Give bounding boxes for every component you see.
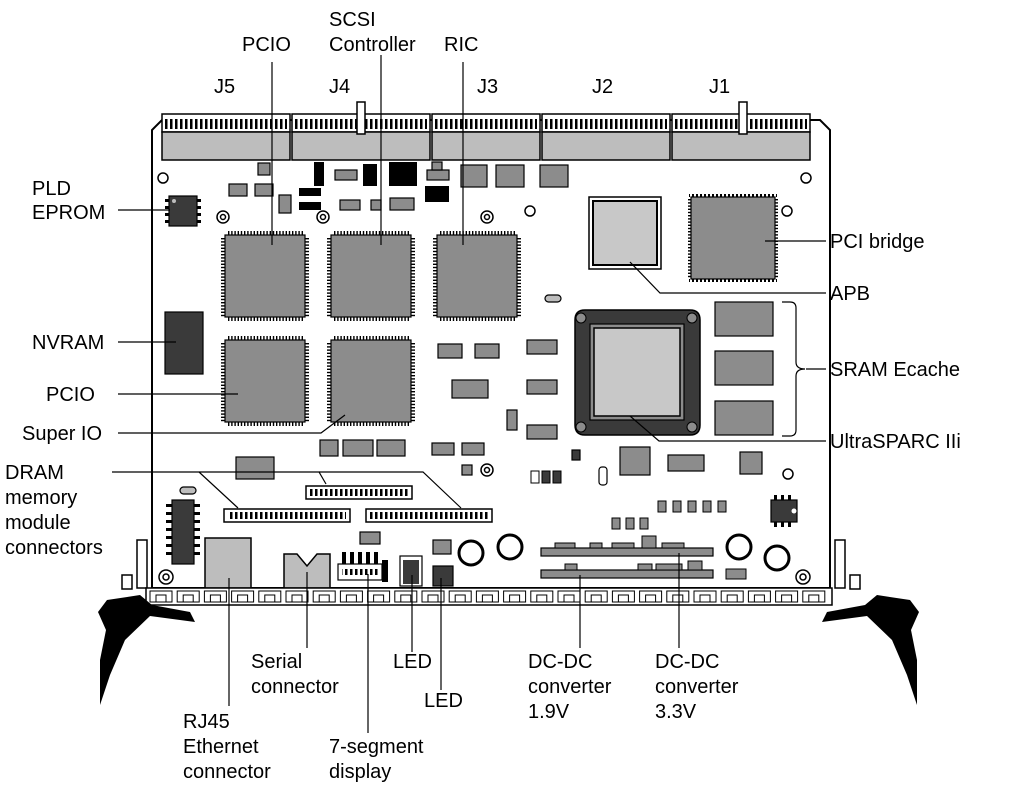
label-dram-line2: memory (5, 487, 77, 509)
connector-j5 (161, 113, 291, 161)
label-j2: J2 (592, 76, 613, 98)
label-led-2: LED (424, 690, 463, 712)
qfp-chip-ric (433, 231, 521, 321)
ultrasparc-chip (574, 309, 701, 436)
small-components-top (228, 161, 569, 214)
qfp-chip-scsi (327, 231, 415, 321)
label-scsi-line2: Controller (329, 34, 416, 56)
label-serial-line2: connector (251, 676, 339, 698)
labels: SCSI Controller PCIO RIC J5 J4 J3 J2 J1 … (5, 9, 961, 783)
dip-chip-right (770, 495, 798, 527)
label-ultrasparc: UltraSPARC IIi (830, 431, 961, 453)
label-7seg-line2: display (329, 761, 391, 783)
pci-bridge-chip (689, 194, 777, 282)
label-scsi-line1: SCSI (329, 9, 376, 31)
dram-connectors (223, 485, 493, 523)
label-dcdc19-line1: DC-DC (528, 651, 592, 673)
label-j3: J3 (477, 76, 498, 98)
label-serial-line1: Serial (251, 651, 302, 673)
label-dram-line3: module (5, 512, 71, 534)
label-pci-bridge: PCI bridge (830, 231, 925, 253)
small-oval-part-left (179, 486, 197, 495)
board-bottom-edge (121, 539, 861, 606)
label-7seg-line1: 7-segment (329, 736, 424, 758)
label-dcdc19-line3: 1.9V (528, 701, 570, 723)
label-pld-line2: EPROM (32, 202, 105, 224)
capacitors (457, 533, 791, 572)
label-super-io: Super IO (22, 423, 102, 445)
qfp-chip-pcio-top (221, 231, 309, 321)
led-1-part (399, 555, 423, 587)
led-indicators-small (530, 470, 562, 484)
label-j4: J4 (329, 76, 350, 98)
label-rj45-line1: RJ45 (183, 711, 230, 733)
label-apb: APB (830, 283, 870, 305)
edge-teeth (149, 590, 826, 603)
small-oval-part (544, 294, 562, 303)
nvram-chip (164, 311, 204, 375)
label-ric: RIC (444, 34, 478, 56)
connector-j2 (541, 113, 671, 161)
ejector-handle-left (98, 595, 195, 705)
led-2-part (432, 539, 454, 587)
apb-chip (588, 196, 662, 270)
dcdc-converters (540, 500, 747, 580)
dip-chip-left (166, 499, 200, 565)
label-dcdc19-line2: converter (528, 676, 612, 698)
label-dcdc33-line1: DC-DC (655, 651, 719, 673)
label-dcdc33-line3: 3.3V (655, 701, 697, 723)
jumper-blocks (299, 162, 449, 210)
connector-j4 (291, 101, 431, 161)
sram-ecache-chips (714, 301, 774, 436)
qfp-chips (221, 231, 521, 426)
label-dcdc33-line2: converter (655, 676, 739, 698)
label-rj45-line3: connector (183, 761, 271, 783)
label-sram-ecache: SRAM Ecache (830, 359, 960, 381)
leader-lines (112, 55, 826, 733)
sram-bracket (782, 301, 806, 437)
small-ics-middle (235, 339, 763, 486)
label-j1: J1 (709, 76, 730, 98)
label-pcio-left: PCIO (46, 384, 95, 406)
label-led-1: LED (393, 651, 432, 673)
qfp-chip-super-io (327, 336, 415, 426)
label-pcio-top: PCIO (242, 34, 291, 56)
label-nvram: NVRAM (32, 332, 104, 354)
pci-bridge-pins (688, 199, 778, 278)
label-pld-line1: PLD (32, 178, 71, 200)
qfp-chip-pcio-left (221, 336, 309, 426)
label-dram-line1: DRAM (5, 462, 64, 484)
label-dram-line4: connectors (5, 537, 103, 559)
pld-eprom-chip (165, 195, 201, 227)
connector-j3 (431, 113, 541, 161)
label-rj45-line2: Ethernet (183, 736, 259, 758)
seven-segment-display (337, 531, 388, 582)
ejector-handle-right (822, 595, 919, 705)
rj45-connector (204, 537, 252, 589)
mounting-holes (157, 172, 812, 585)
connector-j1 (671, 101, 811, 161)
label-j5: J5 (214, 76, 235, 98)
